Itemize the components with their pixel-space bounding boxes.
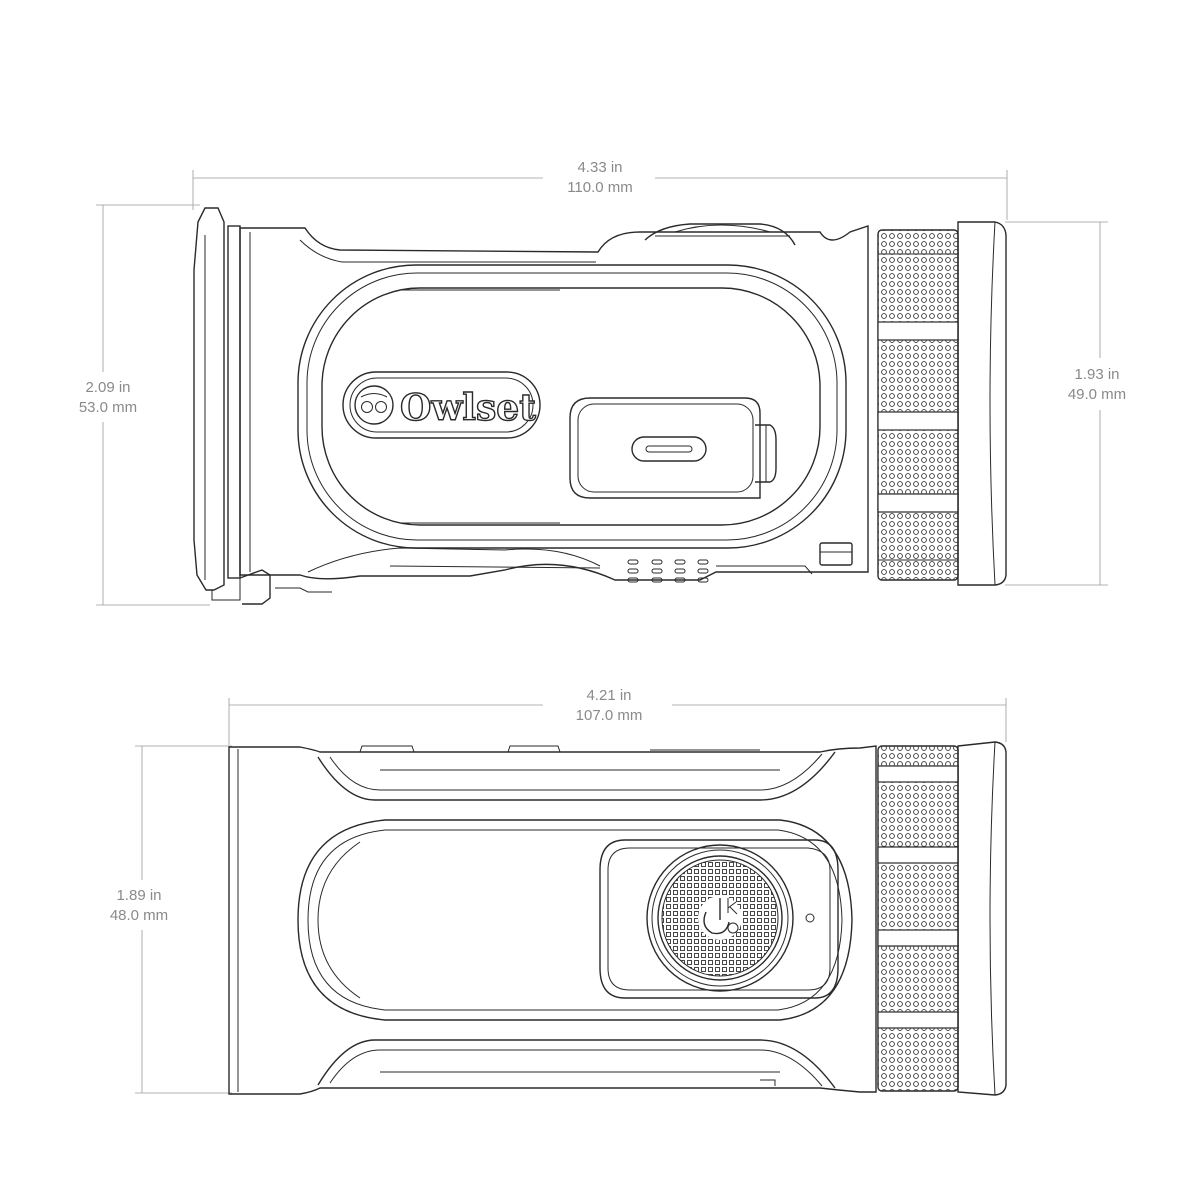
side-eyepiece-clip: [193, 207, 332, 605]
top-lens-cap: [957, 741, 1007, 1096]
top-height-mm-label: 48.0 mm: [110, 907, 168, 924]
top-lower-channel: [317, 1039, 836, 1089]
top-width-mm-label: 107.0 mm: [576, 707, 643, 724]
top-button-plate: [599, 839, 839, 999]
side-height-in-label: 2.09 in: [85, 379, 130, 396]
side-width-in-label: 4.33 in: [577, 159, 622, 176]
power-ok-icon: [703, 898, 739, 935]
indicator-led-icon: [805, 913, 815, 923]
top-upper-channel: [317, 751, 836, 801]
side-port-cover: [569, 397, 777, 499]
side-lens-cap: [957, 221, 1007, 586]
top-width-in-label: 4.21 in: [586, 687, 631, 704]
top-center-panel: [297, 819, 853, 1021]
top-view: 4.21 in 107.0 mm 1.89 in 48.0 mm: [110, 687, 1007, 1096]
side-switch: [819, 542, 853, 566]
side-body-height-in-label: 1.93 in: [1074, 366, 1119, 383]
brand-logo-text: Owlset: [400, 387, 536, 429]
top-main-body: [228, 745, 877, 1095]
side-body-height-mm-label: 49.0 mm: [1068, 386, 1126, 403]
side-view: 4.33 in 110.0 mm 2.09 in 53.0 mm 1.93 in…: [79, 159, 1126, 606]
top-focus-ring: [877, 745, 959, 1092]
side-height-mm-label: 53.0 mm: [79, 399, 137, 416]
owl-logo-icon: [354, 385, 394, 425]
side-main-body: [239, 223, 869, 583]
side-width-mm-label: 110.0 mm: [567, 179, 633, 196]
side-logo-plate: Owlset: [342, 371, 541, 439]
side-width-dimension: 4.33 in 110.0 mm: [192, 159, 1008, 220]
side-grip-panel: [297, 264, 847, 549]
side-height-dimension: 2.09 in 53.0 mm: [79, 204, 210, 606]
side-vent-dots: [627, 559, 709, 583]
side-focus-ring: [877, 229, 959, 581]
top-width-dimension: 4.21 in 107.0 mm: [228, 687, 1007, 745]
usb-port-slot: [631, 436, 707, 462]
top-height-dimension: 1.89 in 48.0 mm: [110, 745, 232, 1094]
ok-power-button[interactable]: [646, 844, 794, 992]
top-height-in-label: 1.89 in: [116, 887, 161, 904]
side-body-height-dimension: 1.93 in 49.0 mm: [1005, 221, 1126, 586]
